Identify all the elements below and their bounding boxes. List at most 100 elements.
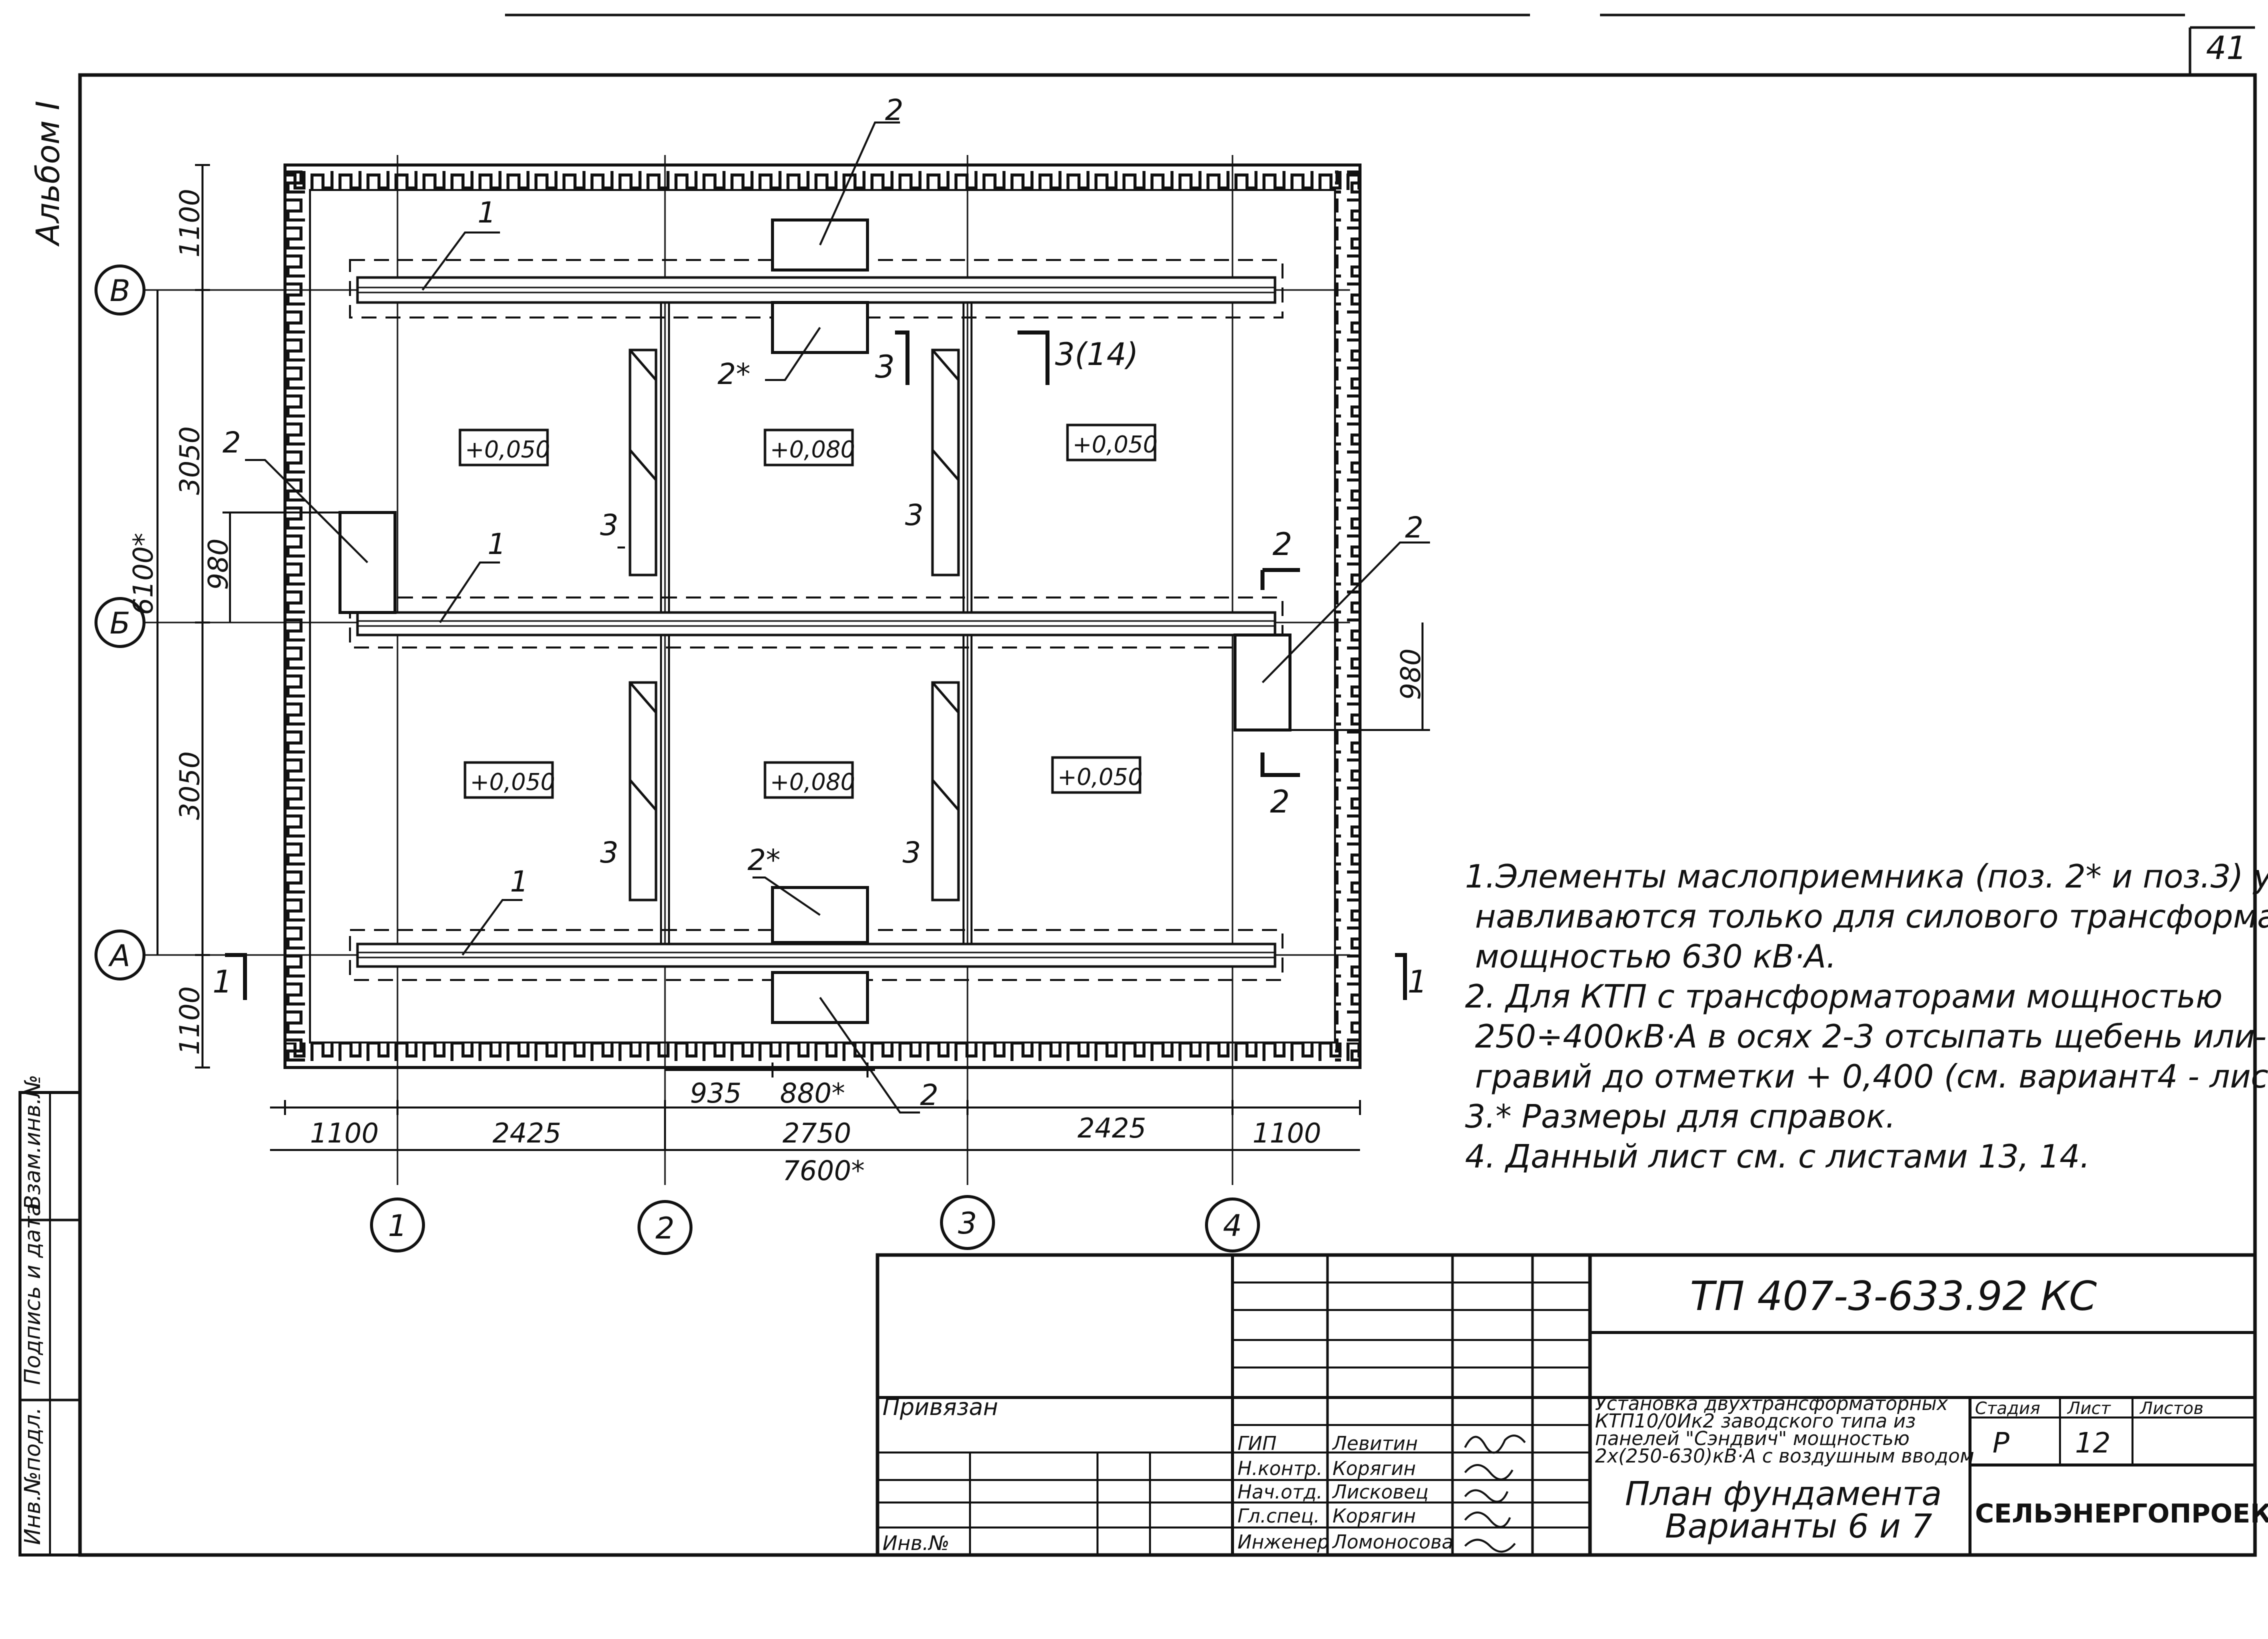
dim-bottom-935: 935	[690, 1078, 742, 1109]
axis-lines	[145, 155, 1350, 1185]
elevation-ab-1: +0,050	[470, 768, 555, 796]
dim-left-6100: 6100*	[128, 533, 159, 615]
note-line-8: 4. Данный лист см. с листами 13, 14.	[1465, 1138, 2090, 1176]
leader-lines	[245, 122, 1430, 1114]
sheet-value: 12	[2075, 1427, 2110, 1460]
oil-receivers-pos3	[628, 348, 960, 902]
elevation-b3-1: +0,050	[465, 436, 550, 463]
dim-bottom-2425-right: 2425	[1078, 1112, 1146, 1144]
elevation-b3-2: +0,080	[770, 436, 855, 463]
name-glspec: Корягин	[1332, 1505, 1416, 1527]
dimension-lines	[156, 164, 1430, 1151]
dim-left-3050-top: 3050	[174, 426, 206, 495]
name-gip: Левитин	[1332, 1432, 1418, 1454]
gravel-left	[285, 165, 310, 1068]
plan-title: План фундамента	[1625, 1474, 1942, 1513]
name-nkontr: Корягин	[1332, 1458, 1416, 1480]
role-nachotd: Нач.отд.	[1238, 1481, 1322, 1503]
beams-pos1	[356, 276, 1276, 968]
sheet-label: Лист	[2066, 1398, 2111, 1418]
corner-sheet-number: 41	[2206, 30, 2246, 67]
side-label-inv: Инв.№подл.	[20, 1407, 46, 1545]
drawing-code: ТП 407-3-633.92 КС	[1690, 1273, 2097, 1320]
note-line-3: мощностью 630 кВ·А.	[1475, 938, 1836, 976]
role-nkontr: Н.контр.	[1238, 1458, 1322, 1480]
label-pos2-right: 2	[1405, 510, 1424, 544]
album-label: Альбом I	[30, 100, 67, 247]
label-pos1-bot: 1	[510, 864, 528, 898]
desc-line-2: КТП10/0Ик2 заводского типа из	[1595, 1410, 1916, 1432]
general-notes: 1.Элементы маслоприемника (поз. 2* и поз…	[1465, 858, 2268, 1176]
section-marks	[225, 330, 1407, 1000]
side-label-replace: Взам.инв.№	[20, 1074, 46, 1210]
section-1-left: 1	[212, 964, 232, 1000]
title-block-grid	[876, 1253, 2257, 1557]
dim-bottom-2425-left: 2425	[492, 1118, 561, 1149]
side-label-sign: Подпись и дата	[20, 1203, 46, 1385]
section-2-bot: 2	[1270, 784, 1290, 820]
note-line-2: навливаются только для силового трансфор…	[1475, 898, 2268, 936]
dim-right-980: 980	[1395, 648, 1426, 700]
elevation-ab-3: +0,050	[1058, 764, 1142, 790]
note-line-1: 1.Элементы маслоприемника (поз. 2* и поз…	[1465, 858, 2268, 896]
section-1-right: 1	[1408, 964, 1427, 1000]
axis-3: 3	[958, 1206, 977, 1241]
role-glspec: Гл.спец.	[1238, 1505, 1320, 1527]
axis-a: А	[108, 938, 130, 974]
plan-variants: Варианты 6 и 7	[1665, 1507, 1932, 1546]
tied-label: Привязан	[882, 1394, 998, 1420]
label-pos1-top: 1	[478, 196, 496, 230]
name-nachotd: Лисковец	[1332, 1481, 1428, 1503]
axis-1: 1	[388, 1208, 407, 1244]
signatures	[1464, 1434, 1526, 1553]
section-3-14: 3(14)	[1055, 336, 1138, 372]
org-name: СЕЛЬЭНЕРГОПРОЕКТ	[1975, 1499, 2268, 1529]
axis-4: 4	[1223, 1208, 1242, 1244]
note-line-4: 2. Для КТП с трансформаторами мощностью	[1465, 978, 2222, 1016]
axis-v: В	[110, 274, 130, 308]
dim-bottom-1100-right: 1100	[1252, 1118, 1321, 1149]
axis-2: 2	[656, 1211, 674, 1246]
gravel-right	[1335, 165, 1360, 1068]
foundation-outline	[284, 164, 1362, 1069]
note-line-5: 250÷400кВ·А в осях 2-3 отсыпать щебень и…	[1475, 1018, 2266, 1056]
label-pos3-c: 3	[600, 836, 618, 870]
cell-partitions	[660, 302, 972, 944]
sheets-label: Листов	[2139, 1398, 2204, 1418]
label-pos2s-bot: 2*	[748, 843, 780, 877]
desc-line-1: Установка двухтрансформаторных	[1595, 1392, 1948, 1414]
axis-bubbles	[94, 264, 1260, 1255]
dim-left-3050-bot: 3050	[174, 752, 206, 820]
pits-pos2	[338, 218, 1292, 1024]
elevation-b3-3: +0,050	[1072, 431, 1158, 458]
axis-b: Б	[110, 606, 130, 641]
note-line-6: гравий до отметки + 0,400 (см. вариант4 …	[1475, 1058, 2268, 1096]
label-pos3-b: 3	[905, 498, 924, 532]
dim-left-980: 980	[202, 538, 234, 590]
dim-bottom-1100-left: 1100	[310, 1118, 378, 1149]
desc-line-3: панелей "Сэндвич" мощностью	[1595, 1428, 1910, 1450]
label-pos2-top: 2	[885, 93, 904, 127]
label-pos3-d: 3	[902, 836, 921, 870]
note-line-7: 3.* Размеры для справок.	[1465, 1098, 1896, 1136]
stage-value: Р	[1992, 1427, 2010, 1460]
role-engineer: Инженер	[1238, 1531, 1329, 1553]
dim-left-1100-bot: 1100	[174, 986, 206, 1055]
inv-label: Инв.№	[882, 1532, 950, 1555]
label-pos2-bot: 2	[920, 1078, 938, 1112]
label-pos2s-top: 2*	[718, 357, 750, 391]
dim-bottom-7600: 7600*	[782, 1155, 864, 1186]
stage-label: Стадия	[1975, 1398, 2040, 1418]
section-3: 3	[875, 348, 894, 385]
elevation-boxes	[458, 424, 1156, 799]
elevation-ab-2: +0,080	[770, 768, 855, 796]
dim-bottom-880: 880*	[780, 1078, 845, 1109]
label-pos1-mid: 1	[488, 527, 506, 561]
label-pos2-left: 2	[222, 426, 241, 460]
section-2-top: 2	[1272, 526, 1292, 562]
gravel-top	[285, 165, 1360, 190]
desc-line-4: 2х(250-630)кВ·А с воздушным вводом	[1595, 1445, 1974, 1467]
role-gip: ГИП	[1238, 1432, 1276, 1454]
dim-bottom-2750: 2750	[782, 1118, 851, 1149]
